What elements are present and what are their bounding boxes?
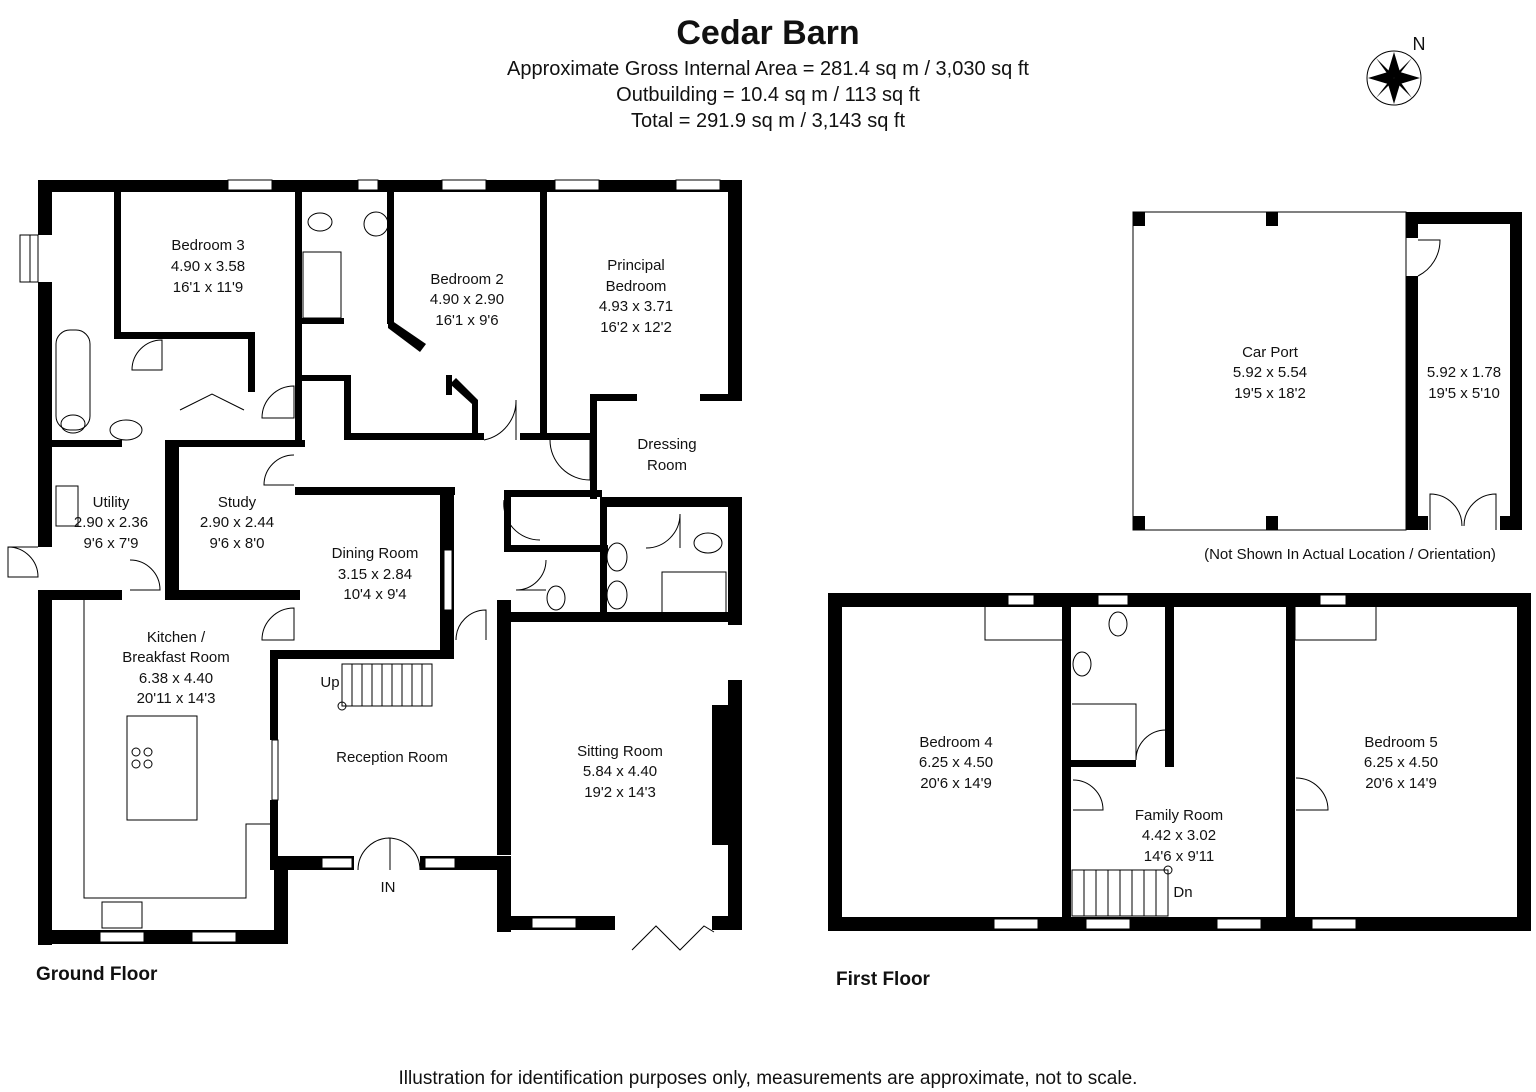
utility-metric: 2.90 x 2.36 [74,514,148,531]
utility-name: Utility [93,494,130,511]
store-imperial: 19'5 x 5'10 [1428,385,1500,402]
bedroom-4-imperial: 20'6 x 14'9 [920,775,992,792]
bedroom-3-imperial: 16'1 x 11'9 [173,279,244,296]
bedroom-5-name: Bedroom 5 [1364,734,1437,751]
dining-room-name: Dining Room [332,545,419,562]
car-port-metric: 5.92 x 5.54 [1233,364,1307,381]
family-room-metric: 4.42 x 3.02 [1142,827,1216,844]
dining-room-imperial: 10'4 x 9'4 [343,586,406,603]
dressing-room-name-line2: Room [647,457,687,474]
compass-north-label: N [1413,34,1426,54]
stairs-up-label: Up [320,674,339,691]
family-room-imperial: 14'6 x 9'11 [1144,848,1215,865]
store-metric: 5.92 x 1.78 [1427,364,1501,381]
ground-floor-fixtures [7,211,727,951]
bedroom-3-name: Bedroom 3 [171,237,244,254]
outbuilding-walls [1132,211,1522,531]
kitchen-name-line2: Breakfast Room [122,649,230,666]
bedroom-4-metric: 6.25 x 4.50 [919,754,993,771]
bedroom-5-imperial: 20'6 x 14'9 [1365,775,1437,792]
ground-floor-windows [99,179,721,943]
first-floor-windows [993,594,1357,930]
first-floor-label: First Floor [836,969,931,990]
bedroom-2-metric: 4.90 x 2.90 [430,291,504,308]
bedroom-5-metric: 6.25 x 4.50 [1364,754,1438,771]
bedroom-2-imperial: 16'1 x 9'6 [435,312,498,329]
first-floor-fixtures [984,607,1377,917]
utility-imperial: 9'6 x 7'9 [84,535,139,552]
car-port-name: Car Port [1242,344,1299,361]
total-area: Total = 291.9 sq m / 3,143 sq ft [630,110,906,132]
principal-bedroom-metric: 4.93 x 3.71 [599,298,673,315]
entrance-label: IN [381,879,396,896]
kitchen-name: Kitchen / [147,629,206,646]
kitchen-metric: 6.38 x 4.40 [139,670,213,687]
car-port-imperial: 19'5 x 18'2 [1234,385,1306,402]
gross-area: Approximate Gross Internal Area = 281.4 … [507,58,1029,80]
bedroom-4-name: Bedroom 4 [919,734,992,751]
outbuilding-note: (Not Shown In Actual Location / Orientat… [1204,546,1496,563]
ground-floor-label: Ground Floor [36,964,158,985]
outbuilding-area: Outbuilding = 10.4 sq m / 113 sq ft [616,84,920,106]
sitting-room-imperial: 19'2 x 14'3 [584,784,656,801]
principal-bedroom-name: Principal [607,257,665,274]
dressing-room-name: Dressing [637,436,696,453]
kitchen-imperial: 20'11 x 14'3 [137,690,216,707]
bedroom-2-name: Bedroom 2 [430,271,503,288]
disclaimer: Illustration for identification purposes… [398,1068,1138,1089]
family-room-name: Family Room [1135,807,1223,824]
study-metric: 2.90 x 2.44 [200,514,274,531]
compass-icon [1366,50,1422,106]
plan-title: Cedar Barn [676,14,860,52]
principal-bedroom-name-line2: Bedroom [606,278,667,295]
principal-bedroom-imperial: 16'2 x 12'2 [600,319,672,336]
sitting-room-name: Sitting Room [577,743,663,760]
sitting-room-metric: 5.84 x 4.40 [583,763,657,780]
reception-room-name: Reception Room [336,749,448,766]
bedroom-3-metric: 4.90 x 3.58 [171,258,245,275]
dining-room-metric: 3.15 x 2.84 [338,566,412,583]
study-name: Study [218,494,257,511]
study-imperial: 9'6 x 8'0 [210,535,265,552]
stairs-down-label: Dn [1173,884,1192,901]
